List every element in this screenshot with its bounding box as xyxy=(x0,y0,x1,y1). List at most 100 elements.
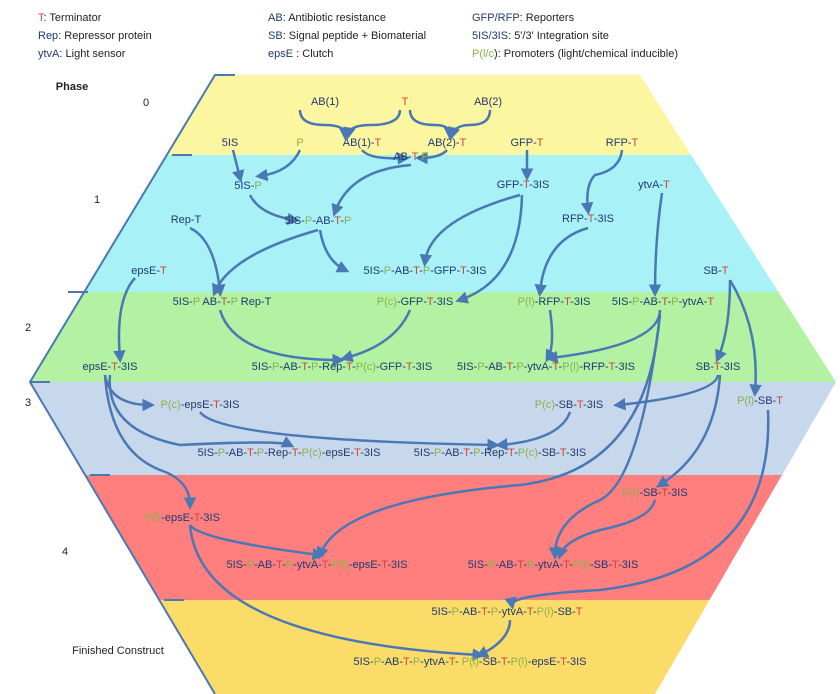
label-segment: Rep- xyxy=(170,214,195,226)
label-segment: T xyxy=(612,559,619,571)
label-segment: P xyxy=(632,296,640,308)
label-segment: : Terminator xyxy=(43,12,102,24)
label-segment: T xyxy=(631,137,639,149)
label-segment: T xyxy=(707,296,715,308)
label-segment: T xyxy=(413,265,420,277)
label-segment: : Reporters xyxy=(519,12,575,24)
arrow xyxy=(248,194,300,226)
label-segment: 5IS- xyxy=(226,559,247,571)
label-segment: T xyxy=(291,447,298,459)
label-segment: - xyxy=(469,447,474,459)
label-segment: P xyxy=(516,361,524,373)
label-segment: - xyxy=(417,151,422,163)
label-segment: 5IS- xyxy=(431,606,452,618)
label-segment: -ytvA- xyxy=(534,559,564,571)
label-segment: T xyxy=(564,296,571,308)
label-segment: P xyxy=(421,151,429,163)
legend-item: T: Terminator xyxy=(38,12,101,24)
construct-label: ytvA-T xyxy=(638,179,670,191)
label-segment: - xyxy=(512,361,517,373)
legend-item: 5IS/3IS: 5'/3' Integration site xyxy=(472,30,609,42)
label-segment: -AB- xyxy=(381,656,404,668)
phase-1-label: 1 xyxy=(93,194,101,206)
label-segment: T xyxy=(448,656,456,668)
label-segment: -epsE- xyxy=(180,399,214,411)
label-segment: AB(2) xyxy=(473,96,503,108)
label-segment: -RFP- xyxy=(579,361,609,373)
label-segment: T xyxy=(345,361,353,373)
label-segment: - xyxy=(507,656,511,668)
label-segment: - xyxy=(558,361,563,373)
construct-label: Rep-T xyxy=(171,214,202,226)
label-segment: T xyxy=(160,265,167,277)
label-segment: AB xyxy=(268,12,283,24)
label-segment: P xyxy=(254,180,262,192)
label-segment: - xyxy=(569,559,573,571)
label-segment: P(c) xyxy=(376,296,397,308)
arrow xyxy=(475,619,512,658)
construct-label: SB-T-3IS xyxy=(696,361,741,373)
label-segment: P xyxy=(296,137,304,149)
arrow xyxy=(419,193,521,267)
label-segment: -SB- xyxy=(554,399,577,411)
label-segment: T xyxy=(276,559,283,571)
label-segment: P xyxy=(487,559,496,571)
label-segment: T xyxy=(247,447,254,459)
label-segment: P(l) xyxy=(144,512,162,524)
label-segment: P xyxy=(304,215,313,227)
label-segment: P xyxy=(217,447,226,459)
phase-bracket xyxy=(28,74,235,694)
label-segment: : 5'/3' Integration site xyxy=(508,30,609,42)
label-segment: P xyxy=(527,559,535,571)
label-segment: -SB- xyxy=(754,395,777,407)
label-segment: P(l) xyxy=(622,487,640,499)
label-segment: epsE xyxy=(268,48,294,60)
construct-label: epsE-T xyxy=(131,265,166,277)
label-segment: -3IS xyxy=(720,361,741,373)
label-segment: 5IS/3IS xyxy=(472,30,509,42)
label-segment: - xyxy=(523,559,528,571)
legend-item: GFP/RFP: Reporters xyxy=(472,12,574,24)
arrow xyxy=(108,374,295,448)
label-segment: -3IS xyxy=(614,361,635,373)
label-segment: P(c) xyxy=(517,447,538,459)
label-segment: - xyxy=(226,296,231,308)
label-segment: T xyxy=(575,606,583,618)
label-segment: 5IS- xyxy=(363,265,384,277)
label-segment: AB(1) xyxy=(310,96,340,108)
arrow xyxy=(298,109,352,140)
label-segment: 5IS- xyxy=(197,447,218,459)
construct-label: epsE-T-3IS xyxy=(82,361,137,373)
label-segment: P xyxy=(433,447,442,459)
arrow xyxy=(613,374,720,411)
arrow xyxy=(455,194,524,304)
label-segment: -3IS xyxy=(117,361,138,373)
arrow xyxy=(715,279,732,363)
legend-item: P(l/c): Promoters (light/chemical induci… xyxy=(472,48,678,60)
arrow xyxy=(212,228,319,297)
label-segment: -AB- xyxy=(639,296,662,308)
label-segment: T xyxy=(481,606,488,618)
label-segment: T xyxy=(213,399,220,411)
construct-label: AB(1)-T xyxy=(343,137,382,149)
construct-label: P(l)-SB-T-3IS xyxy=(622,487,687,499)
label-segment: -ytvA- xyxy=(678,296,708,308)
label-segment: P xyxy=(473,447,481,459)
label-segment: P xyxy=(246,559,255,571)
label-segment: T xyxy=(334,215,341,227)
label-segment: T xyxy=(507,447,515,459)
label-segment: -3IS xyxy=(219,399,240,411)
label-segment: T xyxy=(661,487,668,499)
label-segment: l/c xyxy=(483,48,494,60)
label-segment: T xyxy=(301,361,308,373)
label-segment: : Signal peptide + Biomaterial xyxy=(282,30,427,42)
label-segment: T xyxy=(500,656,507,668)
label-segment: 5IS- xyxy=(467,559,488,571)
construct-label: AB(1) xyxy=(311,96,339,108)
construct-label: AB(2)-T xyxy=(428,137,467,149)
label-segment: P xyxy=(477,361,485,373)
label-segment: - xyxy=(352,361,356,373)
label-segment: P(l) xyxy=(331,559,349,571)
label-segment: -AB- xyxy=(484,361,507,373)
label-segment: -SB- xyxy=(478,656,501,668)
